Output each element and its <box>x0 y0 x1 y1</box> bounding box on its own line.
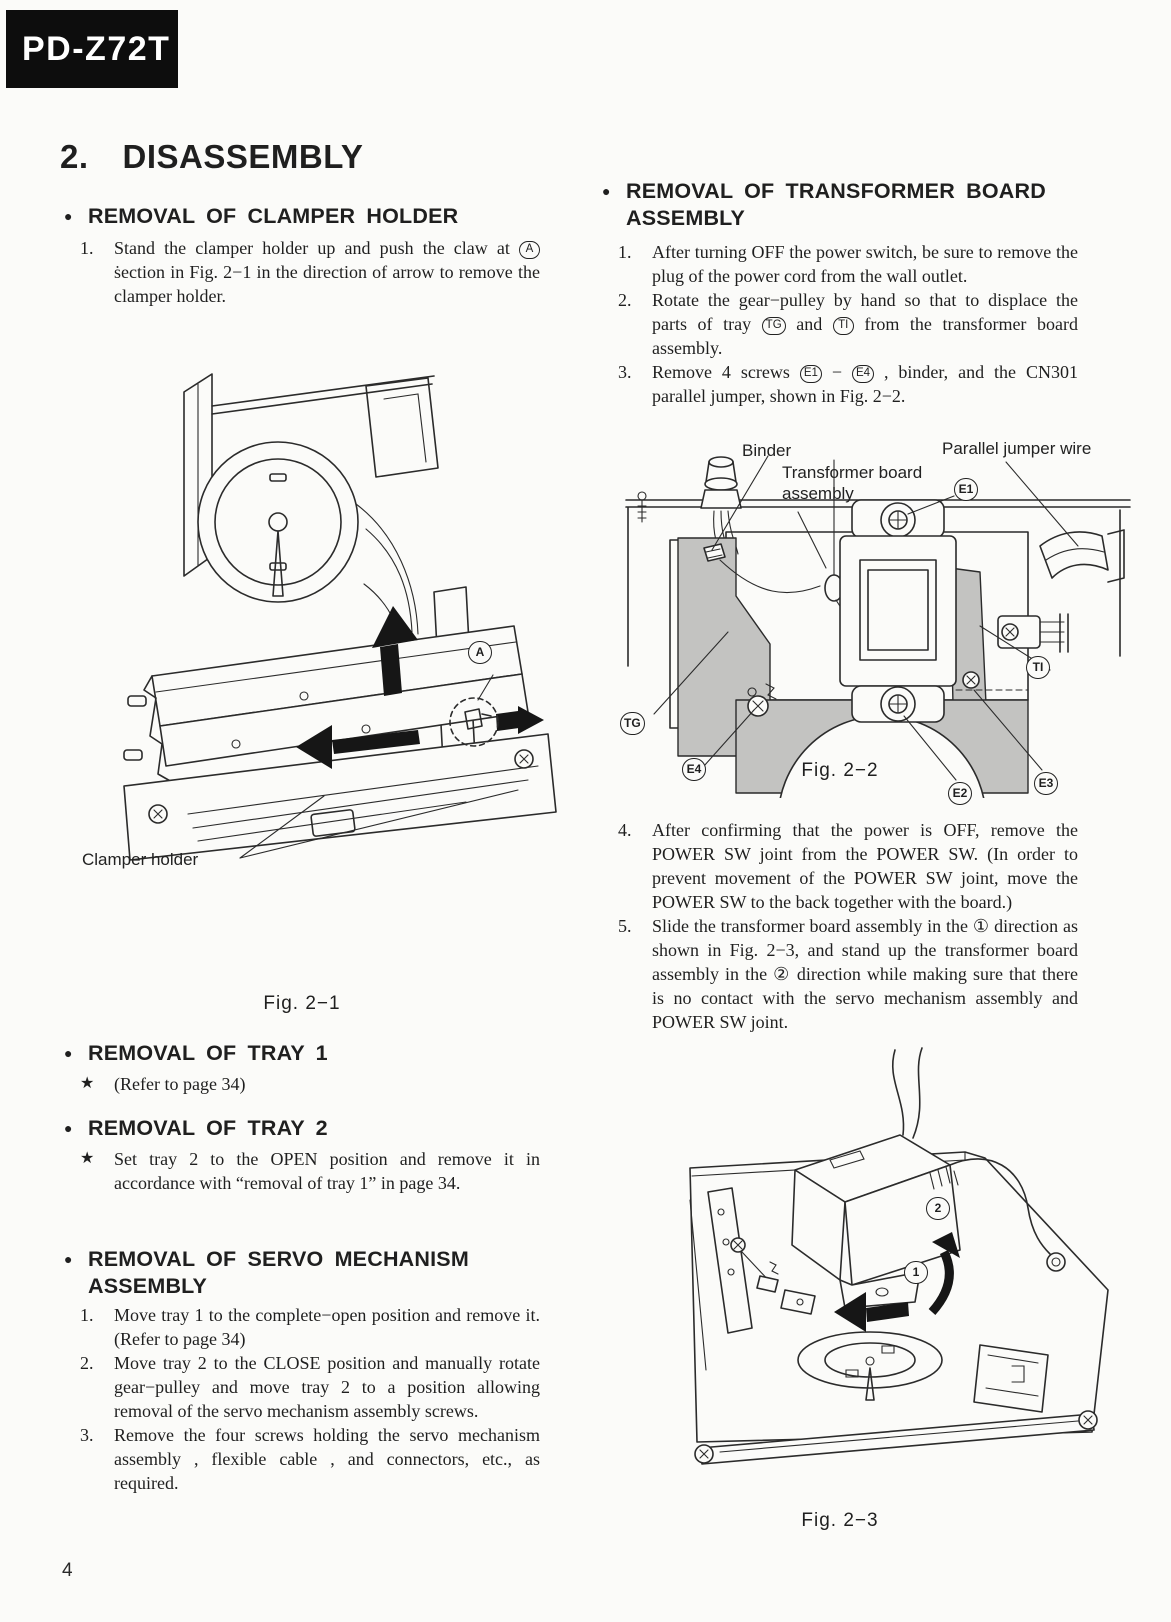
step-text: Rotate the gear−pulley by hand so that t… <box>652 290 1078 358</box>
transformer-step-1: 1. After turning OFF the power switch, b… <box>616 240 1078 288</box>
fig2-label-jumper: Parallel jumper wire <box>942 439 1092 458</box>
fig3-label-step2: 2 <box>926 1197 950 1220</box>
fig2-label-board-line1: Transformer board <box>782 463 923 482</box>
step-number: 2. <box>618 290 632 310</box>
star-icon: ★ <box>80 1075 95 1092</box>
model-badge-text: PD-Z72T <box>22 29 171 68</box>
servo-step-1: 1. Move tray 1 to the complete−open posi… <box>78 1303 540 1351</box>
fig2-label-ti: TI <box>1026 656 1050 679</box>
page-number: 4 <box>62 1560 73 1581</box>
section-heading-servo-mechanism: ● REMOVAL OF SERVO MECHANISM ASSEMBLY <box>64 1246 540 1300</box>
fig3-label-step1: 1 <box>904 1261 928 1284</box>
left-column: ● REMOVAL OF CLAMPER HOLDER 1. Stand the… <box>60 0 544 1622</box>
note-text: (Refer to page 34) <box>114 1074 246 1094</box>
transformer-steps-4-5: 4. After confirming that the power is OF… <box>616 818 1078 1034</box>
step-text: Move tray 1 to the complete−open positio… <box>114 1305 540 1349</box>
figure-2-2-drawing <box>608 448 1143 798</box>
fig2-label-e1: E1 <box>954 478 978 501</box>
note-text: Set tray 2 to the OPEN position and remo… <box>114 1149 540 1193</box>
step-text: Stand the clamper holder up and push the… <box>114 238 540 306</box>
step-number: 4. <box>618 820 632 840</box>
step-text: Remove 4 screws E1 − E4 , binder, and th… <box>652 362 1078 406</box>
fig2-caption: Fig. 2−2 <box>801 760 879 781</box>
section-heading-clamper-holder: ● REMOVAL OF CLAMPER HOLDER <box>64 203 540 230</box>
section-heading-tray-1: ● REMOVAL OF TRAY 1 <box>64 1040 540 1067</box>
transformer-step-2: 2. Rotate the gear−pulley by hand so tha… <box>616 288 1078 360</box>
circled-ref: E4 <box>851 365 875 383</box>
step-text: After confirming that the power is OFF, … <box>652 820 1078 912</box>
fig3-caption: Fig. 2−3 <box>801 1510 879 1531</box>
fig2-label-e4: E4 <box>682 758 706 781</box>
transformer-steps-1-3: 1. After turning OFF the power switch, b… <box>616 240 1078 408</box>
step-number: 3. <box>618 362 632 382</box>
transformer-step-3: 3. Remove 4 screws E1 − E4 , binder, and… <box>616 360 1078 408</box>
page-title-text: DISASSEMBLY <box>122 138 364 175</box>
bullet-icon: ● <box>64 1251 73 1267</box>
step-text: After turning OFF the power switch, be s… <box>652 242 1078 286</box>
tray1-note: ★ (Refer to page 34) <box>78 1072 540 1096</box>
fig1-label-clamper-holder: Clamper holder <box>82 850 199 869</box>
tray2-note: ★ Set tray 2 to the OPEN position and re… <box>78 1147 540 1195</box>
section-heading-tray-2: ● REMOVAL OF TRAY 2 <box>64 1115 540 1142</box>
circled-ref: TG <box>761 317 786 335</box>
step-text: Remove the four screws holding the servo… <box>114 1425 540 1493</box>
bullet-icon: ● <box>602 183 611 199</box>
step-text: Move tray 2 to the CLOSE position and ma… <box>114 1353 540 1421</box>
section-heading-text: REMOVAL OF TRANSFORMER BOARD ASSEMBLY <box>626 179 1046 230</box>
circled-ref: A <box>519 241 540 259</box>
step-number: 2. <box>80 1353 94 1373</box>
servo-step-3: 3. Remove the four screws holding the se… <box>78 1423 540 1495</box>
figure-2-2 <box>608 448 1143 798</box>
transformer-step-5: 5. Slide the transformer board assembly … <box>616 914 1078 1034</box>
fig2-label-binder: Binder <box>742 441 792 460</box>
step-number: 1. <box>618 242 632 262</box>
section-heading-text: REMOVAL OF SERVO MECHANISM ASSEMBLY <box>88 1247 469 1298</box>
servo-steps: 1. Move tray 1 to the complete−open posi… <box>78 1303 540 1495</box>
step-number: 3. <box>80 1425 94 1445</box>
step-number: 1. <box>80 1305 94 1325</box>
step-number: 1. <box>80 238 94 258</box>
fig2-label-board-line2: assembly <box>782 484 854 503</box>
model-badge: PD-Z72T <box>6 10 178 88</box>
bullet-icon: ● <box>64 208 73 224</box>
figure-2-3 <box>620 1040 1140 1495</box>
servo-step-2: 2. Move tray 2 to the CLOSE position and… <box>78 1351 540 1423</box>
figure-2-1: A <box>66 344 566 864</box>
transformer-step-4: 4. After confirming that the power is OF… <box>616 818 1078 914</box>
section-heading-text: REMOVAL OF CLAMPER HOLDER <box>88 204 459 228</box>
circled-ref: TI <box>832 317 854 335</box>
fig1-label-a: A <box>468 641 492 664</box>
right-column: ● REMOVAL OF TRANSFORMER BOARD ASSEMBLY … <box>598 0 1082 1622</box>
circled-ref: E1 <box>799 365 822 383</box>
fig2-label-e2: E2 <box>948 782 972 805</box>
fig2-label-tg: TG <box>620 712 645 735</box>
fig2-label-e3: E3 <box>1034 772 1058 795</box>
step-number: 5. <box>618 916 632 936</box>
section-heading-text: REMOVAL OF TRAY 2 <box>88 1116 328 1140</box>
section-heading-transformer-board: ● REMOVAL OF TRANSFORMER BOARD ASSEMBLY <box>602 178 1078 232</box>
star-icon: ★ <box>80 1150 95 1167</box>
fig1-caption: Fig. 2−1 <box>263 993 341 1014</box>
page-title: 2. DISASSEMBLY <box>60 138 363 176</box>
step-text: Slide the transformer board assembly in … <box>652 916 1078 1032</box>
page-title-number: 2. <box>60 138 89 175</box>
bullet-icon: ● <box>64 1120 73 1136</box>
figure-2-1-drawing <box>66 344 566 864</box>
figure-2-3-drawing <box>620 1040 1140 1495</box>
bullet-icon: ● <box>64 1045 73 1061</box>
section-heading-text: REMOVAL OF TRAY 1 <box>88 1041 328 1065</box>
clamper-step-1: 1. Stand the clamper holder up and push … <box>78 236 540 308</box>
